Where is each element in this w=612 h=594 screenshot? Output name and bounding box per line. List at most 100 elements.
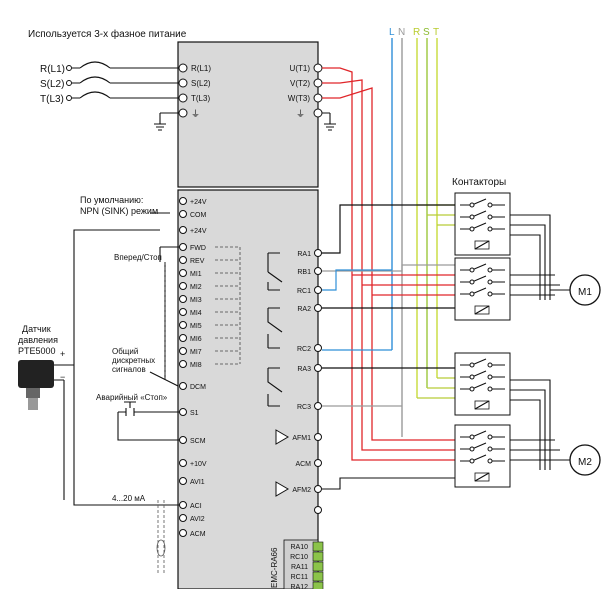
bottom-terminal-0 xyxy=(312,541,324,552)
terminal-analog-label-2: AFM2 xyxy=(292,487,311,494)
terminal-left-label-6: MI2 xyxy=(190,284,202,291)
forward-stop-label: Вперед/Стоп xyxy=(114,253,162,262)
drive-label-u: U(T1) xyxy=(290,64,311,73)
terminal-left-label-9: MI5 xyxy=(190,323,202,330)
terminal-left-label-4: REV xyxy=(190,258,205,265)
common-label-2: дискретных xyxy=(112,356,155,365)
terminal-r xyxy=(178,63,188,73)
output-ground-symbol xyxy=(322,112,336,131)
contactor-1 xyxy=(454,192,511,256)
sensor-label-2: давления xyxy=(18,335,58,345)
terminal-left-label-7: MI3 xyxy=(190,297,202,304)
terminal-relay-4 xyxy=(314,344,322,352)
sensor-neck xyxy=(26,388,40,398)
red-wire-v xyxy=(322,79,455,451)
terminal-left-8 xyxy=(179,308,187,316)
terminal-left-10 xyxy=(179,334,187,342)
terminal-left-label-0: +24V xyxy=(190,199,207,206)
contactor-coil-mark xyxy=(474,400,490,410)
contactor-pin xyxy=(487,291,493,297)
emergency-stop-switch xyxy=(118,401,180,416)
input-label-r: R(L1) xyxy=(40,64,65,75)
terminal-left-label-3: FWD xyxy=(190,245,206,252)
terminal-left2-5 xyxy=(179,514,187,522)
line-label-l: L xyxy=(389,27,395,38)
terminal-left-label-11: MI7 xyxy=(190,349,202,356)
contactor-pin xyxy=(469,434,475,440)
terminal-ground-in xyxy=(178,108,188,118)
sensor-plus-wire xyxy=(73,229,180,506)
sensor-body xyxy=(18,360,54,388)
supply-to-contactor-1 xyxy=(417,204,455,226)
terminal-relay-label-5: RA3 xyxy=(297,366,311,373)
afm1-triangle xyxy=(275,429,289,445)
terminal-t xyxy=(178,93,188,103)
terminal-left2-label-3: AVI1 xyxy=(190,479,205,486)
drive-power-section xyxy=(177,41,319,188)
sensor-label-3: PTE5000 xyxy=(18,346,56,356)
switch-t xyxy=(79,91,111,99)
terminal-left2-label-0: S1 xyxy=(190,410,199,417)
terminal-left-label-1: COM xyxy=(190,212,207,219)
drive-control-section xyxy=(177,189,319,590)
relay-contacts xyxy=(267,252,283,407)
input-terminal-r xyxy=(66,65,72,71)
bottom-terminal-label-0: RA10 xyxy=(290,544,308,551)
contactor-pin xyxy=(487,202,493,208)
default-note-line1: По умолчанию: xyxy=(80,195,143,205)
default-note-line2: NPN (SINK) режим xyxy=(80,206,158,216)
emergency-return-wire xyxy=(117,412,180,441)
terminal-relay-1 xyxy=(314,267,322,275)
input-terminal-s xyxy=(66,80,72,86)
contactor-coil-mark xyxy=(474,472,490,482)
shield-ellipse xyxy=(156,539,166,557)
contactors-label: Контакторы xyxy=(452,177,506,188)
sensor-thread xyxy=(28,398,38,410)
contactor-pin xyxy=(469,226,475,232)
common-label-1: Общий xyxy=(112,347,138,356)
terminal-relay-label-0: RA1 xyxy=(297,251,311,258)
terminal-analog-label-1: ACM xyxy=(295,461,311,468)
input-terminal-t xyxy=(66,95,72,101)
switch-s xyxy=(79,76,111,84)
sensor-label-1: Датчик xyxy=(22,324,51,334)
terminal-relay-5 xyxy=(314,364,322,372)
terminal-analog-label-0: AFM1 xyxy=(292,435,311,442)
mi-dashed-lines xyxy=(215,246,241,365)
shield-dashed xyxy=(157,500,165,575)
terminal-left-label-10: MI6 xyxy=(190,336,202,343)
terminal-analog-0 xyxy=(314,433,322,441)
red-wire-w xyxy=(322,87,455,441)
contactor-pin xyxy=(469,202,475,208)
ground-glyph-in: ⏚ xyxy=(191,109,200,119)
sensor-minus: − xyxy=(60,372,65,382)
contactor-pin xyxy=(469,386,475,392)
line-label-n: N xyxy=(398,27,405,38)
contactor-pin xyxy=(487,362,493,368)
motor-m2 xyxy=(569,444,601,476)
emergency-stop-label: Аварийный «Стоп» xyxy=(96,393,168,402)
terminal-v xyxy=(313,78,323,88)
terminal-left-12 xyxy=(179,360,187,368)
drive-label-s: S(L2) xyxy=(191,79,211,88)
current-range-label: 4...20 мА xyxy=(112,494,146,503)
contactor-pin xyxy=(487,279,493,285)
ground-glyph-out: ⏚ xyxy=(296,109,305,119)
supply-to-contactor-3 xyxy=(417,377,455,399)
terminal-left2-label-4: ACI xyxy=(190,503,202,510)
contactor-pin xyxy=(487,214,493,220)
relay-wires xyxy=(322,204,455,407)
contactor-pin xyxy=(487,446,493,452)
terminal-analog-2 xyxy=(314,485,322,493)
fwd-switch-wire xyxy=(159,246,180,380)
terminal-relay-label-6: RC3 xyxy=(297,404,311,411)
terminal-relay-2 xyxy=(314,286,322,294)
contactor-pin xyxy=(487,434,493,440)
bottom-terminal-label-1: RC10 xyxy=(290,554,308,561)
contactor-pin xyxy=(469,458,475,464)
terminal-left-2 xyxy=(179,226,187,234)
terminal-analog-1 xyxy=(314,459,322,467)
